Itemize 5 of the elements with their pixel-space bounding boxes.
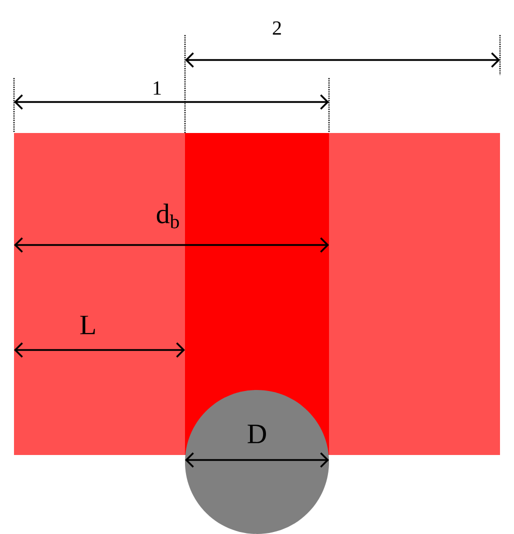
dimension-label: d$_{b}$ (156, 204, 179, 228)
dimension-label: 2 (272, 21, 281, 35)
dimension-label: 1 (154, 81, 161, 95)
dimension-label: L (80, 316, 95, 334)
dimension-label: D (248, 424, 266, 444)
